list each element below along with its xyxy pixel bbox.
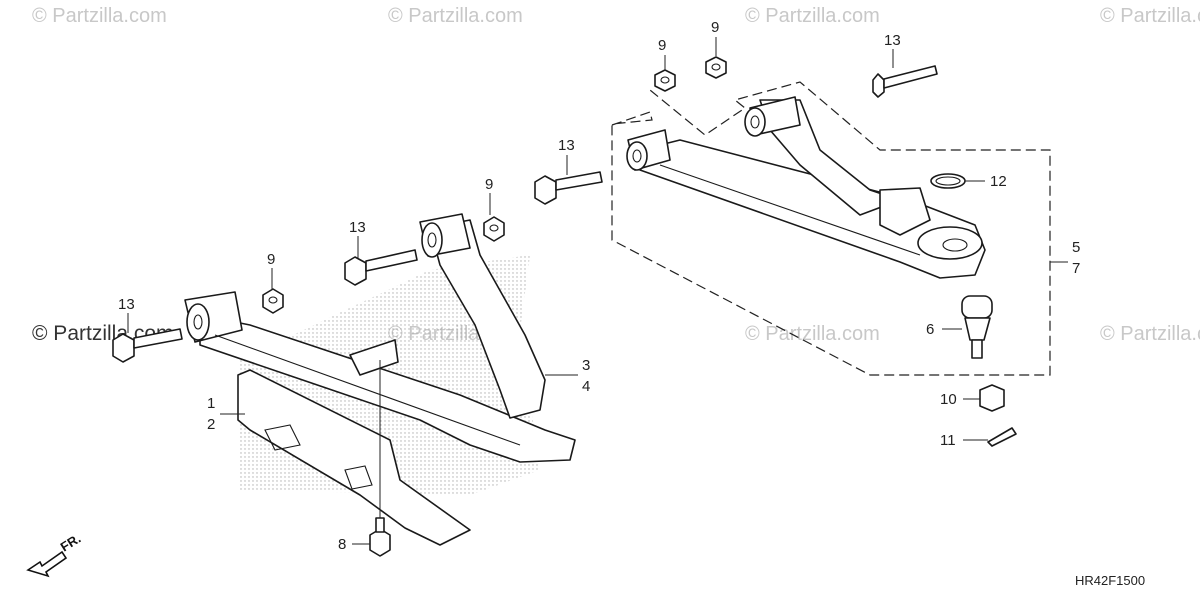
lower-nut-9c [483,216,505,242]
lower-arm-rear-tube [429,219,546,419]
callout-6: 6 [926,321,934,338]
watermark-4: © Partzilla.com [1100,5,1200,27]
bolt-head-icon [534,175,557,205]
snap-ring-12 [930,173,966,189]
nut-hole [660,76,670,84]
watermark-2: © Partzilla.com [388,5,523,27]
bolt-shank [555,171,603,191]
socket-hole [942,238,968,252]
arrow-icon [26,550,68,578]
lower-arm-front-tube [199,314,576,463]
nut-hole [268,296,278,304]
lower-rear-bushing-hole [427,232,437,248]
callout-2: 2 [207,416,215,433]
lower-front-bushing [186,303,210,341]
skid-plate-slot-1 [264,424,301,451]
callout-3: 3 [582,357,590,374]
lower-arm-bracket [349,339,399,376]
upper-bolt-13a [872,65,938,98]
ball-joint-stem [964,317,991,341]
lower-bolt-13c [344,249,418,286]
bolt-thread [375,517,385,533]
flange-bolt-8 [369,517,391,557]
cotter-pin-11 [987,427,1017,447]
flange-nut-icon [654,69,676,92]
front-bushing [626,141,648,171]
rear-bushing-hole [750,115,760,129]
upper-nut-9b [705,56,727,79]
castle-nut-10 [979,384,1005,412]
snap-ring-inner [935,176,961,186]
skid-plate [237,369,471,546]
callout-5: 5 [1072,239,1080,256]
callout-9: 9 [485,176,493,193]
front-label: FR. [58,531,84,555]
flange-nut-icon [483,216,505,242]
bolt-head-icon [112,333,135,363]
watermark-1: © Partzilla.com [32,5,167,27]
watermark-3: © Partzilla.com [745,5,880,27]
rear-bushing [744,107,766,137]
lower-nut-9d [262,288,284,314]
nut-hole [489,224,499,232]
bolt-shank [133,328,183,349]
callout-11: 11 [940,432,956,449]
callout-13: 13 [558,137,575,154]
cotter-pin-icon [987,427,1017,447]
callout-labels: 9 9 13 13 9 13 9 13 12 5 7 6 10 11 3 4 1… [118,19,1080,553]
callout-1: 1 [207,395,215,412]
ball-joint-icon [961,295,993,319]
bolt-head-icon [872,73,885,98]
diagram-code: HR42F1500 [1075,573,1145,588]
tube-highlight [659,164,921,256]
callout-12: 12 [990,173,1007,190]
front-bushing-hole [632,149,642,163]
callout-13: 13 [349,219,366,236]
nut-hole [711,63,721,71]
ball-joint-socket [917,226,983,260]
callout-8: 8 [338,536,346,553]
ball-joint-thread [971,339,983,359]
upper-arm-front-tube [639,139,986,279]
upper-arm-bracket [879,187,931,236]
lower-arm [184,213,576,463]
callout-9: 9 [267,251,275,268]
flange-bolt-icon [369,528,391,557]
watermark-7: © Partzilla.com [1100,323,1200,345]
callout-13: 13 [884,32,901,49]
bolt-head-icon [344,256,367,286]
upper-nut-9a [654,69,676,92]
bolt-shank [365,249,418,272]
leader-lines [127,37,1068,545]
callout-9: 9 [711,19,719,36]
lower-front-bushing-hole [193,314,203,330]
upper-bolt-13b [534,171,603,205]
bolt-shank [883,65,938,89]
callout-7: 7 [1072,260,1080,277]
ball-joint-6 [961,295,993,359]
watermark-6: © Partzilla.com [745,323,880,345]
callout-4: 4 [582,378,590,395]
upper-arm [611,81,1051,376]
skid-plate-slot-2 [344,465,373,490]
callout-13: 13 [118,296,135,313]
skid-plate-body [237,369,471,546]
lower-rear-bushing [421,222,443,258]
tube-highlight [214,334,521,446]
callout-10: 10 [940,391,957,408]
callout-9: 9 [658,37,666,54]
flange-nut-icon [262,288,284,314]
castle-nut-icon [979,384,1005,412]
front-direction-arrow: FR. [26,531,84,578]
lower-bolt-13d [112,328,183,363]
flange-nut-icon [705,56,727,79]
